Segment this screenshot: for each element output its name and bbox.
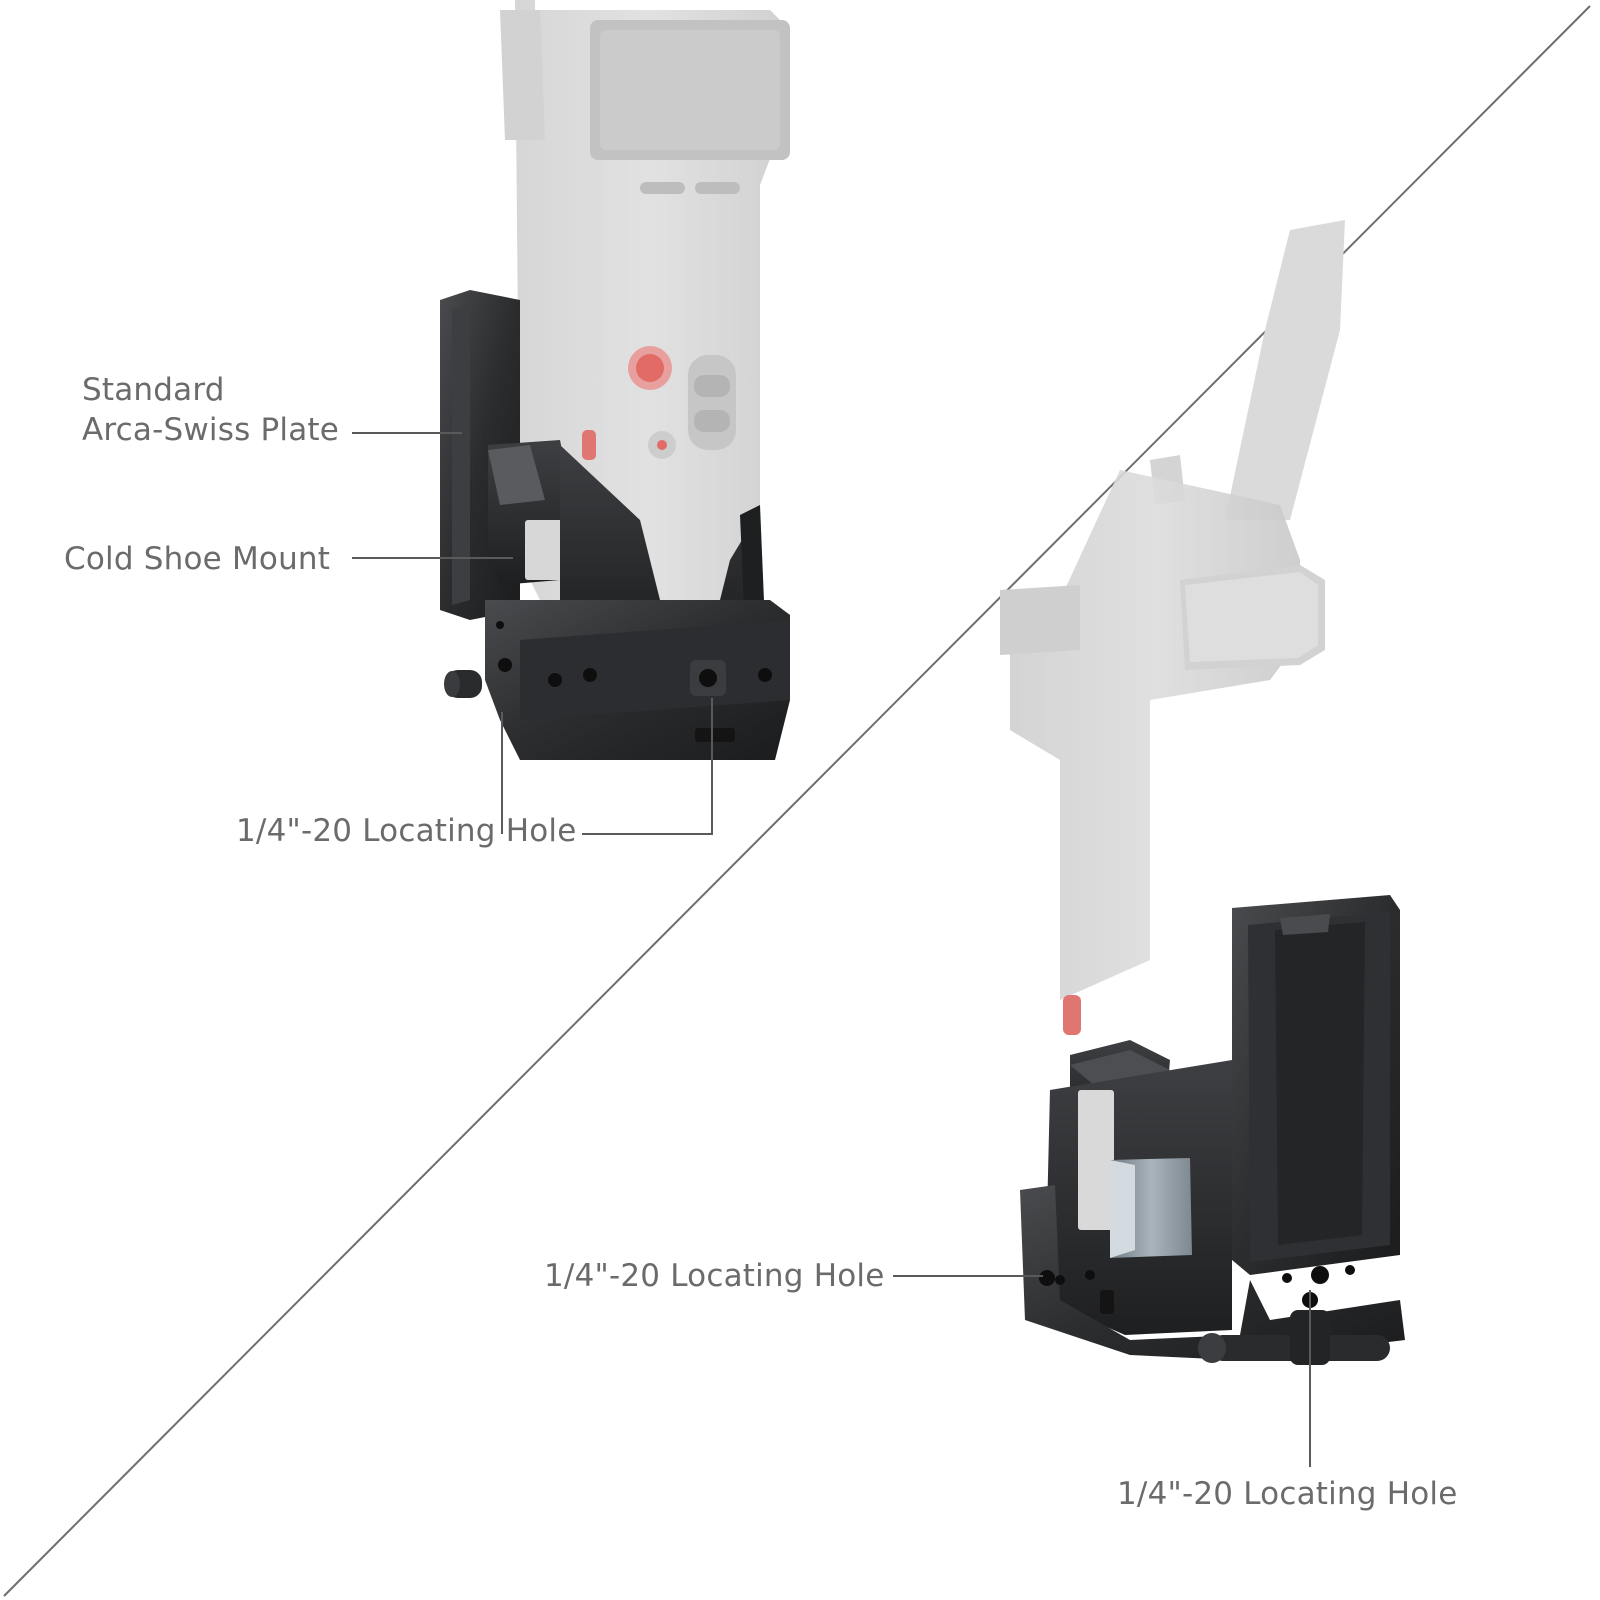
cage-front-view: [440, 290, 790, 760]
leader-hole-top: [582, 698, 713, 835]
label-arca-line2: Arca-Swiss Plate: [82, 412, 340, 448]
label-arca-swiss-plate: Standard Arca-Swiss Plate: [82, 370, 339, 450]
label-cold-shoe-mount: Cold Shoe Mount: [64, 541, 331, 577]
cage-back-view: [1020, 895, 1405, 1365]
label-arca-line1: Standard: [82, 372, 225, 408]
label-locating-hole-top: 1/4"-20 Locating Hole: [236, 813, 577, 849]
gimbal-back-view: [1000, 220, 1345, 1035]
label-locating-hole-mid: 1/4"-20 Locating Hole: [544, 1258, 885, 1294]
label-locating-hole-bottom: 1/4"-20 Locating Hole: [1117, 1476, 1458, 1512]
leader-lines: [352, 432, 1311, 1467]
